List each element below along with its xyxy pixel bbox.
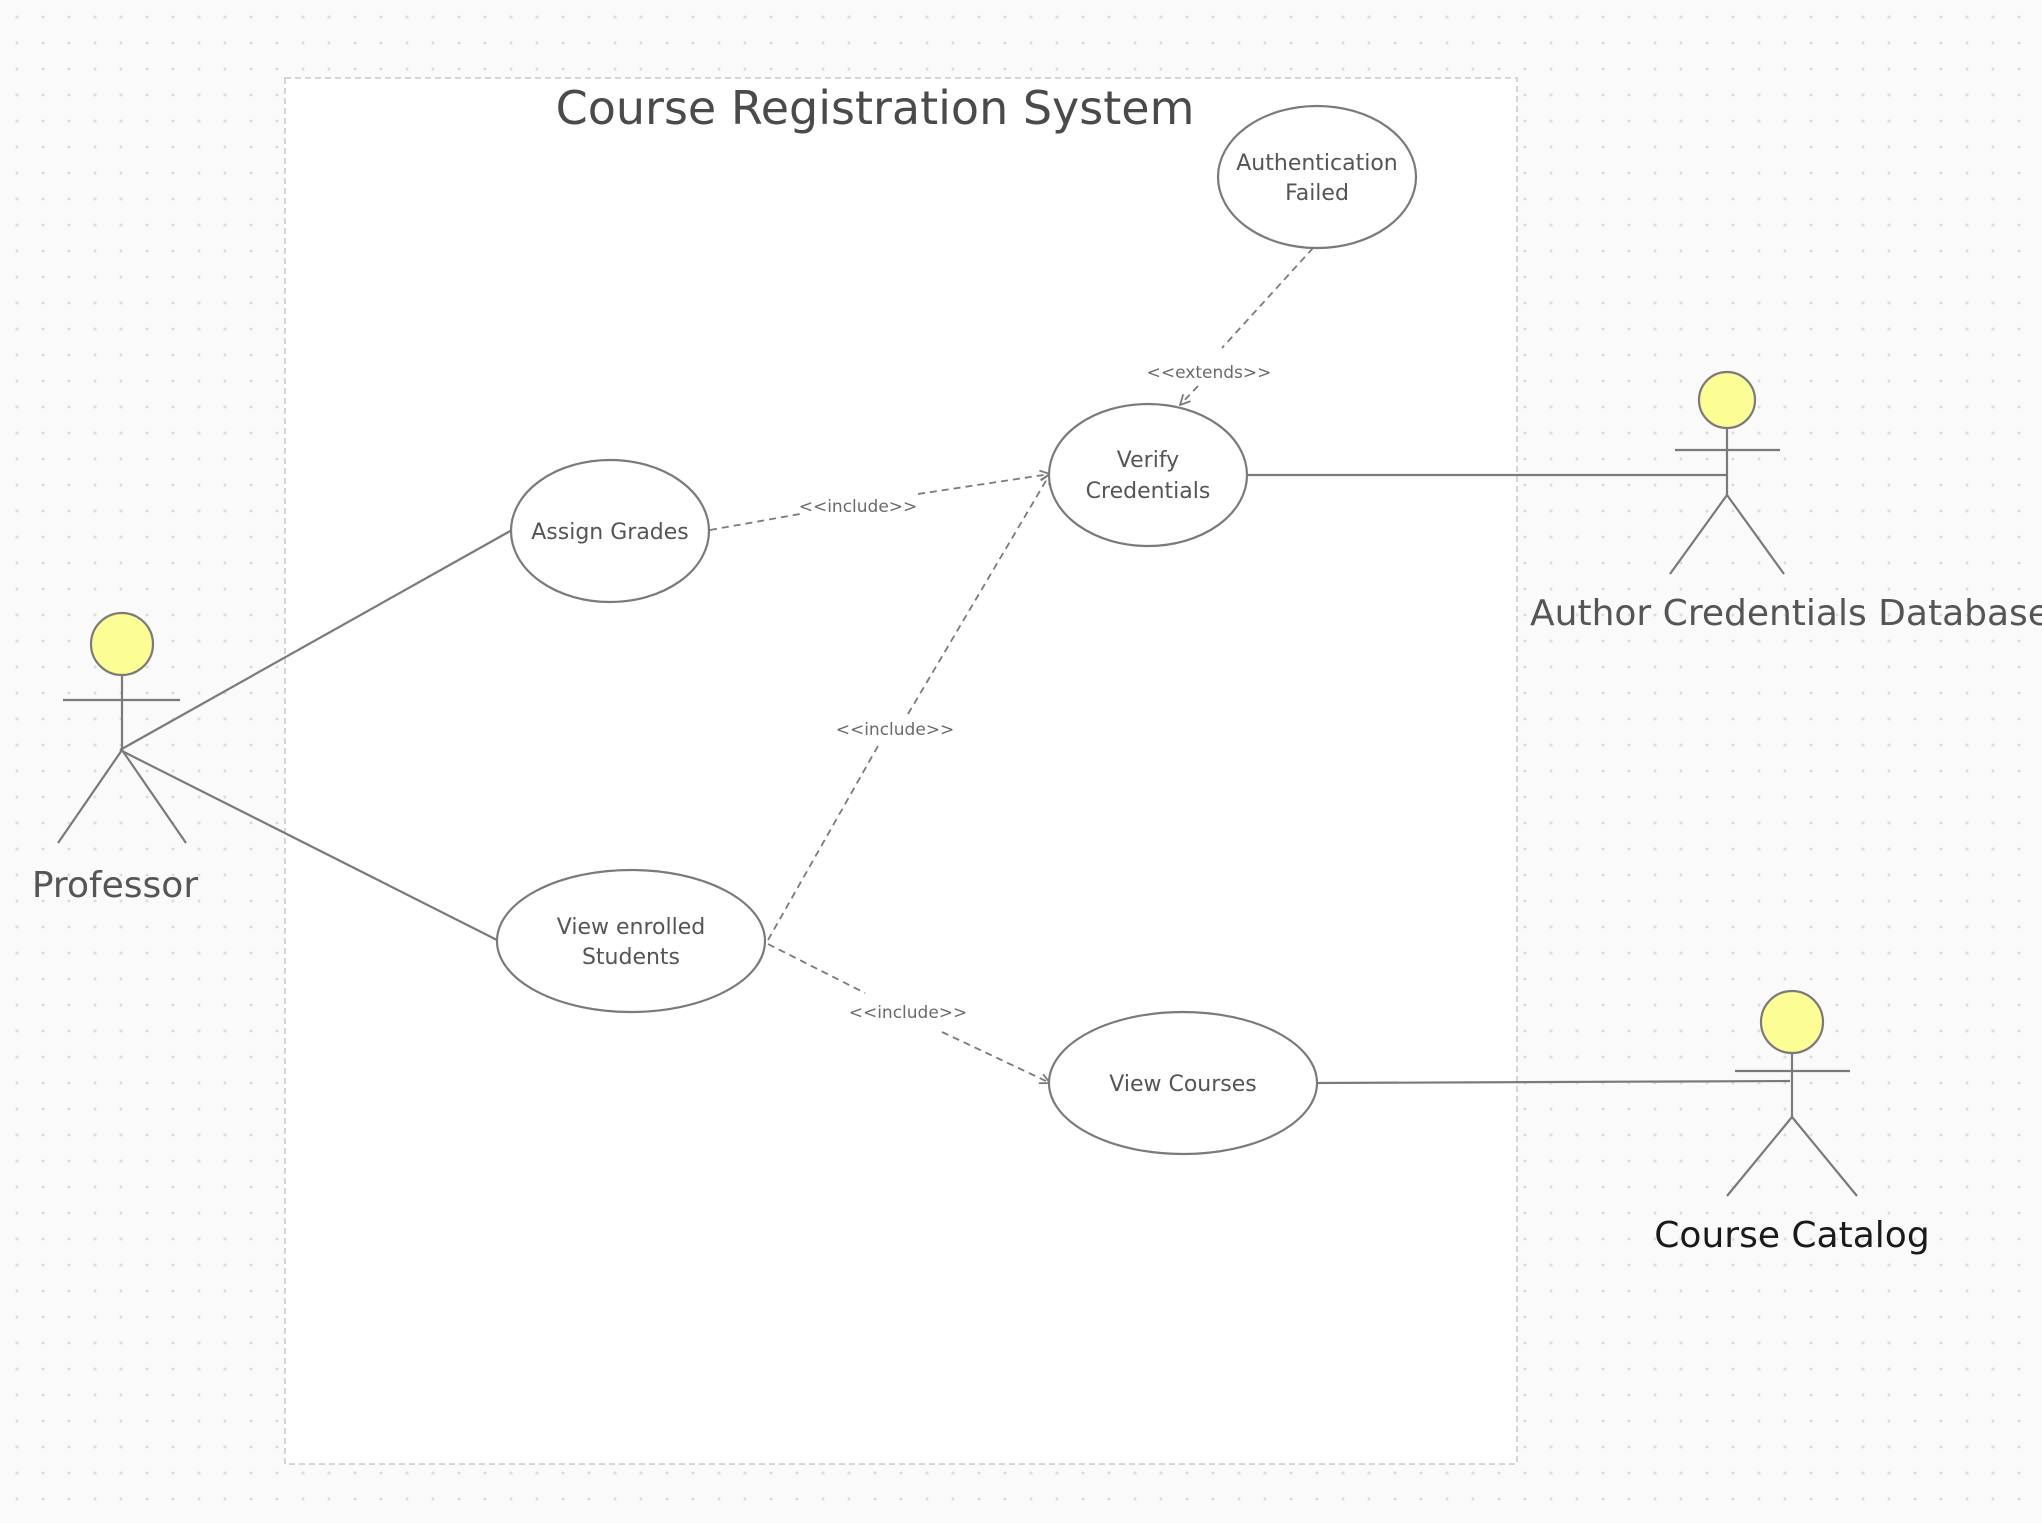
use-case-label: View enrolled: [557, 915, 705, 940]
include-label-enrolled-verify: <<include>>: [836, 720, 955, 740]
use-case-label: Assign Grades: [531, 520, 689, 545]
actor-head: [1697, 370, 1757, 430]
actor-head: [89, 611, 155, 677]
include-enrolled-courses-b: [941, 1031, 1050, 1083]
use-case-view-enrolled-students[interactable]: View enrolled Students: [495, 868, 767, 1014]
association-professor-view-enrolled[interactable]: [119, 749, 498, 941]
extends-label: <<extends>>: [1147, 363, 1272, 383]
actor-head: [1759, 989, 1825, 1055]
use-case-view-courses[interactable]: View Courses: [1047, 1010, 1319, 1156]
include-label-assign-verify: <<include>>: [799, 497, 918, 517]
actor-label: Author Credentials Database: [1530, 593, 2042, 634]
system-boundary[interactable]: [284, 77, 1518, 1465]
association-view-courses-catalog[interactable]: [1317, 1079, 1791, 1085]
actor-author-credentials-database[interactable]: Author Credentials Database: [1530, 370, 2042, 634]
actor-label: Professor: [32, 865, 198, 906]
use-case-label: View Courses: [1109, 1072, 1256, 1097]
system-title: Course Registration System: [556, 81, 1195, 135]
include-enrolled-verify-a[interactable]: [767, 745, 879, 941]
use-case-label: Authentication: [1236, 151, 1398, 176]
include-enrolled-verify-b: [907, 474, 1050, 715]
actor-professor[interactable]: Professor: [32, 611, 198, 906]
include-assign-verify-b: [917, 474, 1050, 495]
extends-auth-failed-verify[interactable]: [1221, 247, 1314, 349]
use-case-assign-grades[interactable]: Assign Grades: [509, 458, 711, 604]
include-enrolled-courses-a[interactable]: [767, 943, 866, 994]
extends-arrow-segment: [1180, 385, 1199, 405]
use-case-authentication-failed[interactable]: Authentication Failed: [1216, 104, 1418, 250]
use-case-label: Verify: [1117, 448, 1179, 473]
use-case-label: Failed: [1285, 181, 1349, 206]
use-case-label: Credentials: [1086, 479, 1211, 504]
actor-course-catalog[interactable]: Course Catalog: [1654, 989, 1930, 1256]
include-assign-verify-a[interactable]: [709, 513, 801, 531]
use-case-verify-credentials[interactable]: Verify Credentials: [1047, 402, 1249, 548]
association-professor-assign-grades[interactable]: [119, 529, 513, 751]
use-case-label: Students: [582, 945, 680, 970]
include-label-enrolled-courses: <<include>>: [849, 1003, 968, 1023]
actor-label: Course Catalog: [1654, 1215, 1929, 1256]
